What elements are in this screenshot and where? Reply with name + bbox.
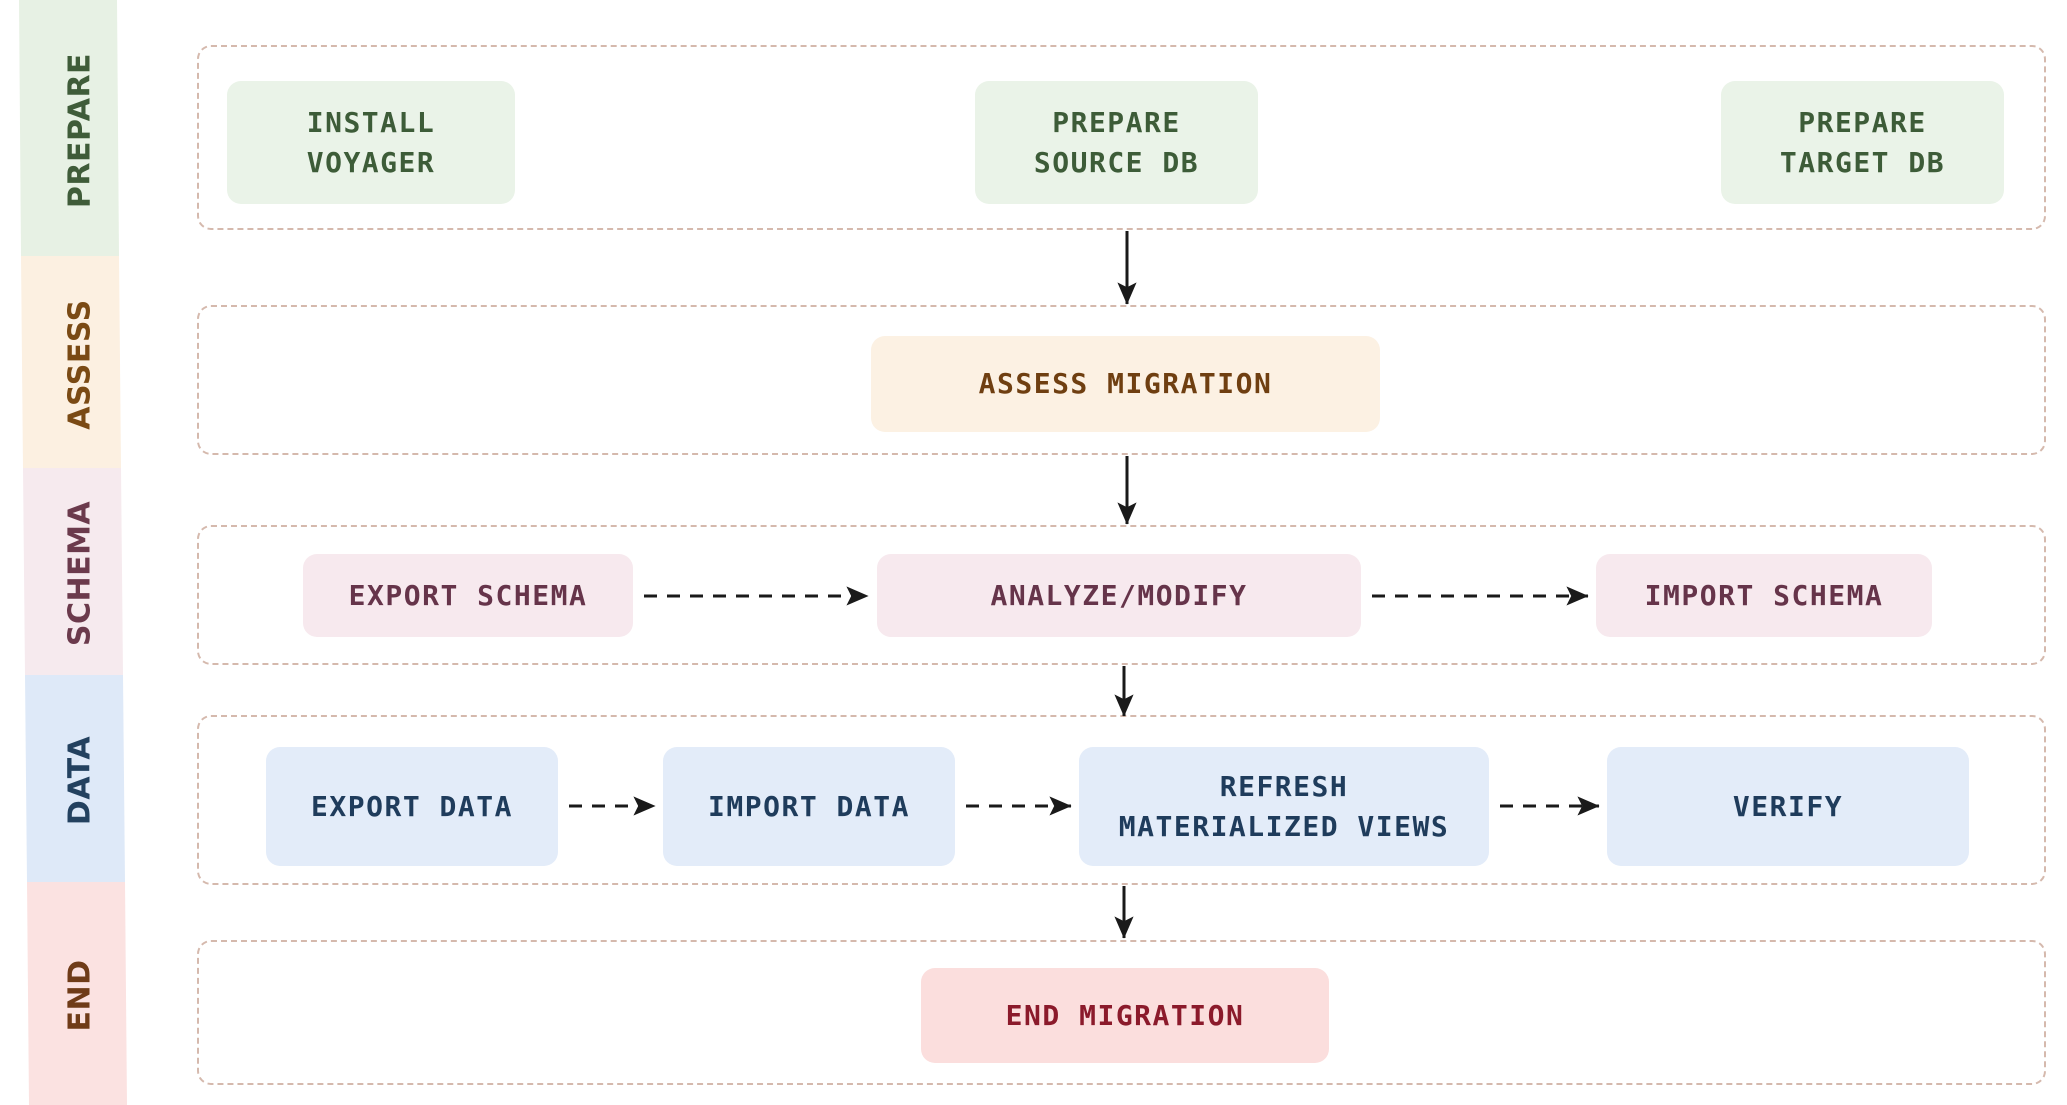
step-export-schema[interactable]: EXPORT SCHEMA [303,554,633,637]
step-refresh-materialized-views[interactable]: REFRESH MATERIALIZED VIEWS [1079,747,1489,866]
step-verify[interactable]: VERIFY [1607,747,1969,866]
step-analyze-modify[interactable]: ANALYZE/MODIFY [877,554,1361,637]
phase-label-assess: ASSESS [62,299,98,430]
phase-label-data: DATA [62,735,98,826]
phase-row-assess [197,305,2046,455]
step-import-schema[interactable]: IMPORT SCHEMA [1596,554,1932,637]
step-install-voyager[interactable]: INSTALL VOYAGER [227,81,515,204]
phase-band-schema: SCHEMA [0,468,160,675]
step-end-migration[interactable]: END MIGRATION [921,968,1329,1063]
phase-band-end: END [0,882,160,1105]
phase-label-prepare: PREPARE [62,52,98,209]
phase-rail: PREPARE ASSESS SCHEMA DATA END [0,0,160,1105]
step-assess-migration[interactable]: ASSESS MIGRATION [871,336,1380,432]
phase-label-schema: SCHEMA [62,500,98,647]
step-import-data[interactable]: IMPORT DATA [663,747,955,866]
step-prepare-source-db[interactable]: PREPARE SOURCE DB [975,81,1258,204]
phase-row-end [197,940,2046,1085]
step-export-data[interactable]: EXPORT DATA [266,747,558,866]
phase-row-prepare [197,45,2046,230]
step-prepare-target-db[interactable]: PREPARE TARGET DB [1721,81,2004,204]
phase-band-prepare: PREPARE [0,0,160,256]
phase-band-data: DATA [0,675,160,882]
phase-band-assess: ASSESS [0,256,160,468]
phase-label-end: END [62,959,98,1032]
phase-row-schema [197,525,2046,665]
